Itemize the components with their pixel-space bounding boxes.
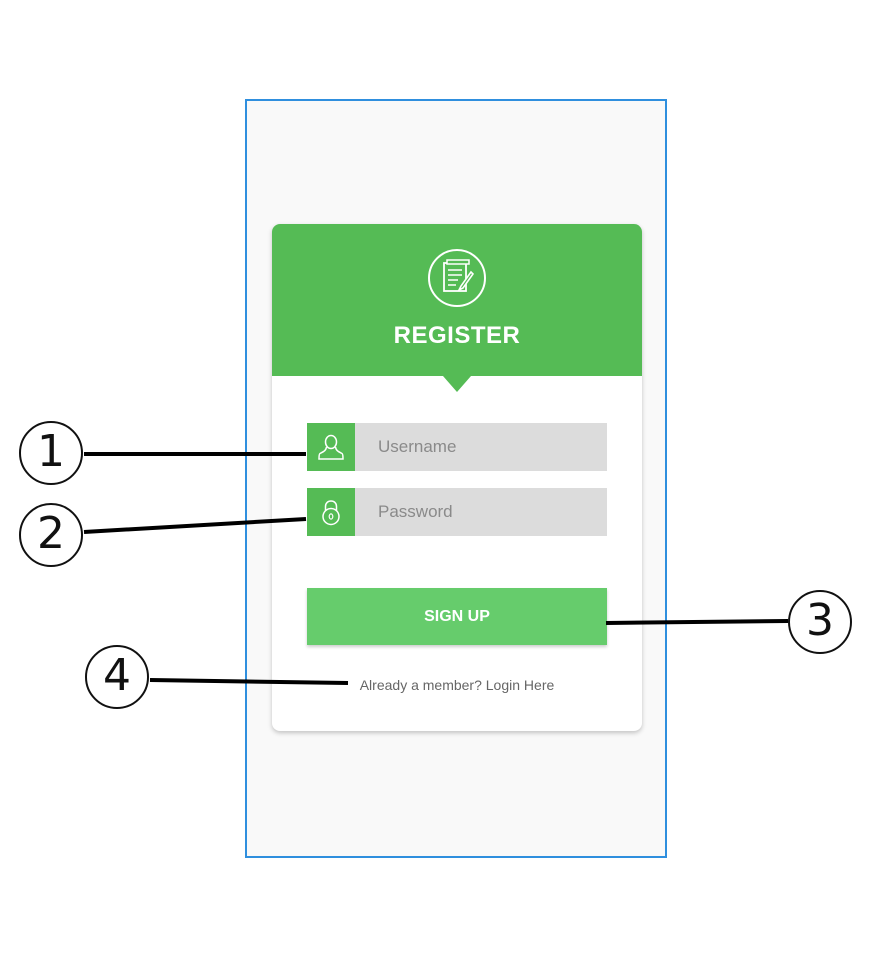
register-card: REGISTER SIGN UP Already a member? Login… bbox=[272, 224, 642, 731]
login-link[interactable]: Already a member? Login Here bbox=[359, 677, 555, 693]
password-input[interactable] bbox=[355, 488, 607, 536]
header-notch bbox=[443, 376, 471, 392]
user-icon bbox=[318, 434, 344, 460]
sign-up-button[interactable]: SIGN UP bbox=[307, 588, 607, 645]
callout-line-2 bbox=[83, 517, 307, 534]
callout-3: 3 bbox=[788, 590, 852, 654]
register-document-icon bbox=[428, 249, 486, 307]
callout-4: 4 bbox=[85, 645, 149, 709]
padlock-icon-box bbox=[307, 488, 355, 536]
username-field[interactable] bbox=[307, 423, 607, 471]
card-header: REGISTER bbox=[272, 224, 642, 392]
page-title: REGISTER bbox=[393, 322, 521, 349]
callout-line-3 bbox=[605, 619, 789, 625]
user-icon-box bbox=[307, 423, 355, 471]
callout-2: 2 bbox=[19, 503, 83, 567]
callout-line-4 bbox=[149, 678, 349, 685]
padlock-icon bbox=[322, 500, 340, 526]
callout-1: 1 bbox=[19, 421, 83, 485]
username-input[interactable] bbox=[355, 423, 607, 471]
password-field[interactable] bbox=[307, 488, 607, 536]
